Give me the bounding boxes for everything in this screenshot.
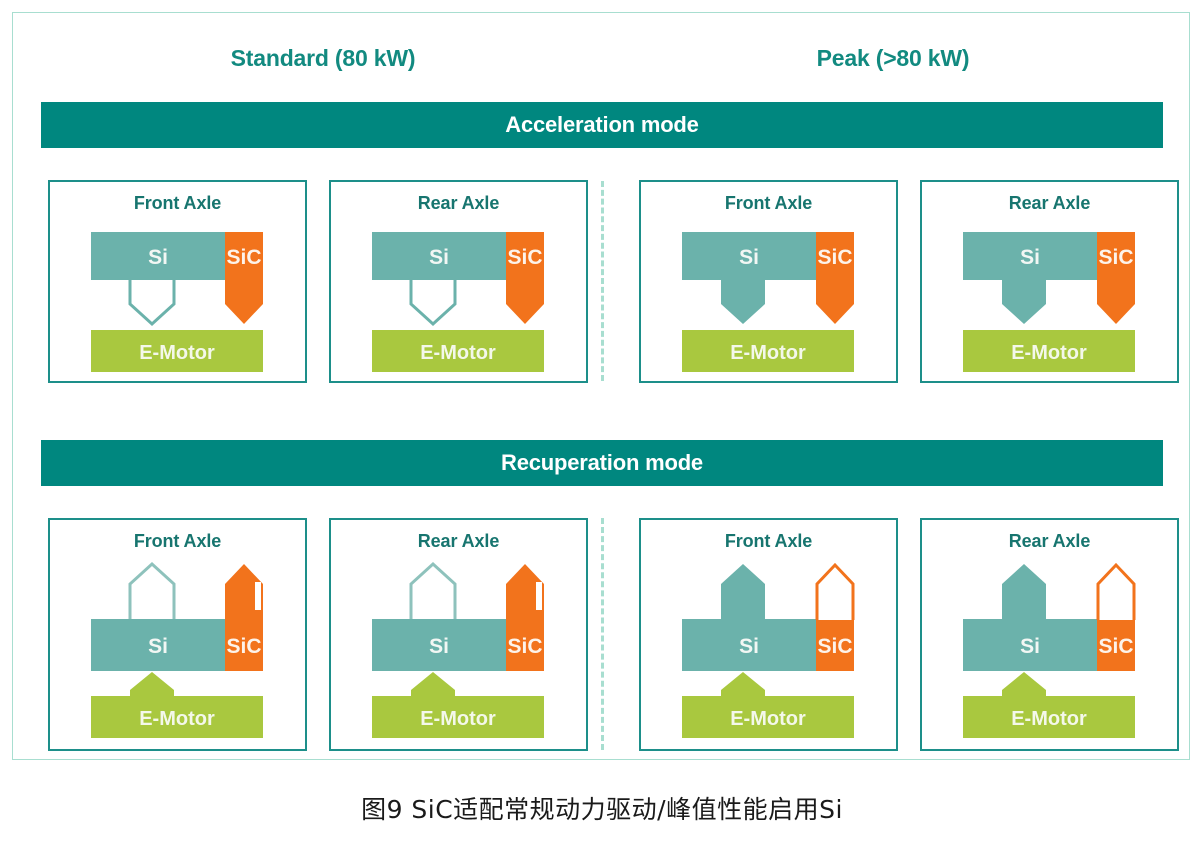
diagram-recup-peak-front: Si SiC E-Motor: [641, 520, 896, 749]
recup-diagram-svg: Si SiC E-Motor: [682, 562, 855, 738]
accel-diagram-svg: Si SiC E-Motor: [372, 232, 544, 372]
sic-label: SiC: [1098, 246, 1133, 269]
emotor-block: [91, 330, 263, 372]
accel-diagram-svg: Si SiC E-Motor: [682, 232, 854, 372]
sic-arrow-outline-up-icon: [815, 562, 855, 620]
sic-block-with-arrow-up: [225, 564, 263, 671]
si-label: Si: [148, 246, 168, 269]
si-block: [91, 619, 225, 671]
si-arrow-outline-down-icon: [128, 280, 176, 327]
sic-arrow-outline-up-icon: [1096, 562, 1136, 620]
si-block: [372, 619, 506, 671]
accel-diagram-svg: Si SiC E-Motor: [963, 232, 1135, 372]
diagram-recup-standard-rear: Si SiC E-Motor: [331, 520, 586, 749]
figure-frame: Standard (80 kW) Peak (>80 kW) Accelerat…: [12, 12, 1190, 760]
panel-accel-standard-rear: Rear Axle Si SiC E-Motor: [329, 180, 588, 383]
diagram-recup-peak-rear: Si SiC E-Motor: [922, 520, 1177, 749]
sic-block-with-arrow-down: [1097, 232, 1135, 324]
sic-block: [816, 619, 854, 671]
sic-arrow-notch: [255, 582, 261, 610]
si-label: Si: [1020, 246, 1040, 269]
panel-title: Rear Axle: [417, 193, 500, 213]
sic-label: SiC: [817, 635, 852, 658]
emotor-label: E-Motor: [730, 342, 806, 364]
si-label: Si: [1020, 635, 1040, 658]
si-arrow-outline-up-icon: [128, 561, 176, 620]
sic-label: SiC: [507, 246, 542, 269]
panel-recup-peak-front: Front Axle Si SiC E-Motor: [639, 518, 898, 751]
diagram-accel-peak-rear: Si SiC E-Motor: [922, 182, 1177, 381]
panel-accel-peak-rear: Rear Axle Si SiC E-Motor: [920, 180, 1179, 383]
panel-title: Rear Axle: [417, 531, 500, 551]
emotor-label: E-Motor: [139, 708, 215, 730]
emotor-block: [963, 330, 1135, 372]
panel-title: Front Axle: [133, 531, 222, 551]
panel-accel-peak-front: Front Axle Si SiC E-Motor: [639, 180, 898, 383]
emotor-block-with-arrow-up: [963, 672, 1135, 738]
si-block: [91, 232, 225, 280]
si-block-with-arrow-up: [963, 564, 1097, 671]
sic-arrow-notch: [536, 582, 542, 610]
sic-label: SiC: [226, 635, 261, 658]
sic-label: SiC: [507, 635, 542, 658]
accel-diagram-svg: Si SiC E-Motor: [91, 232, 263, 372]
si-label: Si: [148, 635, 168, 658]
emotor-block-with-arrow-up: [372, 672, 544, 738]
recup-diagram-svg: Si SiC E-Motor: [91, 561, 263, 738]
diagram-accel-peak-front: Si SiC E-Motor: [641, 182, 896, 381]
diagram-recup-standard-front: Si SiC E-Motor: [50, 520, 305, 749]
si-label: Si: [429, 246, 449, 269]
diagram-accel-standard-front: Si SiC E-Motor: [50, 182, 305, 381]
si-arrow-outline-up-icon: [409, 561, 457, 620]
sic-block-with-arrow-up: [506, 564, 544, 671]
si-block: [372, 232, 506, 280]
emotor-label: E-Motor: [1011, 342, 1087, 364]
emotor-block-with-arrow-up: [682, 672, 854, 738]
panel-title: Rear Axle: [1008, 193, 1091, 213]
si-block-with-arrow-up: [682, 564, 816, 671]
emotor-block-with-arrow-up: [91, 672, 263, 738]
column-heading-standard: Standard (80 kW): [230, 45, 416, 71]
sic-label: SiC: [1098, 635, 1133, 658]
emotor-label: E-Motor: [1011, 708, 1087, 730]
si-block-with-arrow-down: [682, 232, 816, 324]
panel-title: Rear Axle: [1008, 531, 1091, 551]
column-heading-peak: Peak (>80 kW): [816, 45, 970, 71]
panel-title: Front Axle: [724, 193, 813, 213]
panel-title: Front Axle: [133, 193, 222, 213]
recup-diagram-svg: Si SiC E-Motor: [372, 561, 544, 738]
recup-diagram-svg: Si SiC E-Motor: [963, 562, 1136, 738]
sic-label: SiC: [226, 246, 261, 269]
emotor-label: E-Motor: [420, 708, 496, 730]
figure-caption: 图9 SiC适配常规动力驱动/峰值性能启用Si: [361, 795, 843, 824]
mode-banner-acceleration: Acceleration mode: [41, 102, 1163, 148]
panel-accel-standard-front: Front Axle Si SiC E-Motor: [48, 180, 307, 383]
sic-block: [1097, 619, 1135, 671]
emotor-label: E-Motor: [139, 342, 215, 364]
panel-recup-standard-front: Front Axle Si SiC E-Motor: [48, 518, 307, 751]
sic-block-with-arrow-down: [816, 232, 854, 324]
mode-banner-recuperation: Recuperation mode: [41, 440, 1163, 486]
emotor-label: E-Motor: [730, 708, 806, 730]
sic-block-with-arrow-down: [506, 232, 544, 324]
diagram-accel-standard-rear: Si SiC E-Motor: [331, 182, 586, 381]
sic-label: SiC: [817, 246, 852, 269]
si-arrow-outline-down-icon: [409, 280, 457, 327]
emotor-label: E-Motor: [420, 342, 496, 364]
emotor-block: [682, 330, 854, 372]
si-label: Si: [739, 635, 759, 658]
panel-recup-peak-rear: Rear Axle Si SiC E-Motor: [920, 518, 1179, 751]
sic-block-with-arrow-down: [225, 232, 263, 324]
emotor-block: [372, 330, 544, 372]
si-label: Si: [739, 246, 759, 269]
si-label: Si: [429, 635, 449, 658]
panel-recup-standard-rear: Rear Axle Si SiC E-Motor: [329, 518, 588, 751]
column-divider-recuperation: [601, 518, 604, 750]
si-block-with-arrow-down: [963, 232, 1097, 324]
column-divider-acceleration: [601, 181, 604, 381]
panel-title: Front Axle: [724, 531, 813, 551]
